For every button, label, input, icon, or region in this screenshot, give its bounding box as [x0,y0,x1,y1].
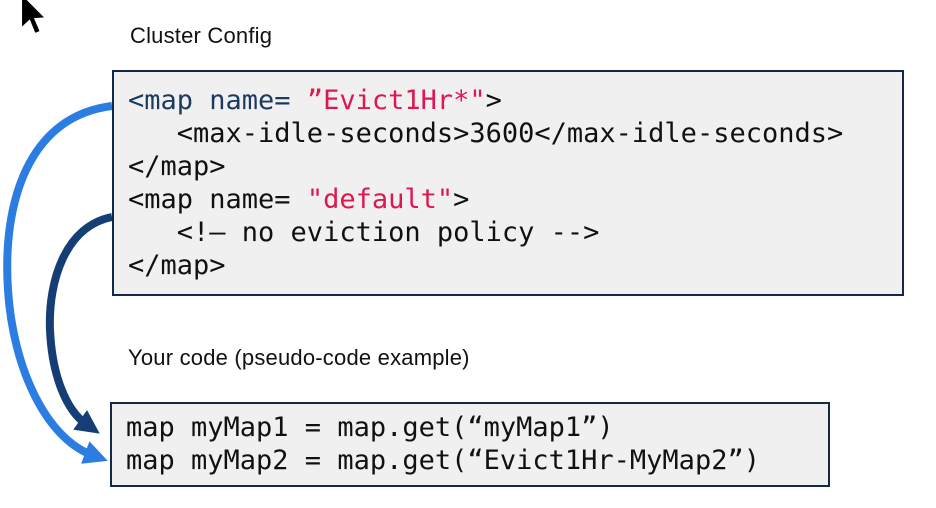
code-line-max-idle-seconds: <max-idle-seconds>3600</max-idle-seconds… [128,118,844,149]
code-line-close-map-1: </map> [128,151,226,182]
tag-open-segment: <map name= [128,184,307,215]
your-code-box: map myMap1 = map.get(“myMap1”) map myMap… [110,402,830,487]
string-default-segment: "default" [306,184,454,215]
code-line-mymap2: map myMap2 = map.get(“Evict1Hr-MyMap2”) [126,445,760,476]
code-line-mymap1: map myMap1 = map.get(“myMap1”) [126,412,614,443]
tag-close-bracket-segment: > [453,184,470,215]
cluster-config-title: Cluster Config [130,23,273,48]
tag-open-segment: <map name= [128,85,307,116]
code-line-map-default: <map name= "default"> [128,183,888,216]
arrow-default-config-to-mymap1 [45,213,113,434]
mouse-pointer-icon [16,0,50,43]
cluster-config-code-box: <map name= ”Evict1Hr*"> <max-idle-second… [112,70,904,296]
code-line-close-map-2: </map> [128,250,226,281]
string-evict1hr-segment: ”Evict1Hr*" [306,85,486,116]
your-code-title: Your code (pseudo-code example) [128,345,470,370]
arrow-evict1hr-config-to-mymap2 [3,102,113,464]
code-line-map-evict1hr: <map name= ”Evict1Hr*"> [128,84,888,117]
code-line-no-eviction-comment: <!– no eviction policy --> [128,217,600,248]
tag-close-bracket-segment: > [485,85,502,116]
